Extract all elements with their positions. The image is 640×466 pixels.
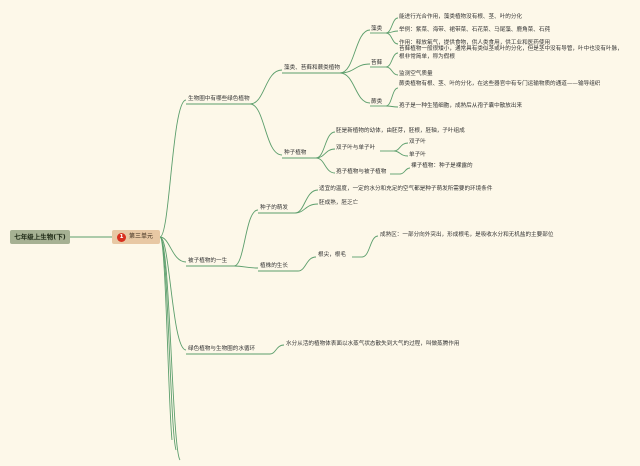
node-b2[interactable]: 被子植物的一生 <box>188 258 228 264</box>
node-gymno-desc[interactable]: 裸子植物：种子是裸露的 <box>411 163 473 169</box>
node-algae-item[interactable]: 举例：紫菜、海带、裙带菜、石花菜、马尾藻、鹿角菜、石莼 <box>399 27 551 33</box>
node-moss-item[interactable]: 监测空气质量 <box>399 71 433 77</box>
node-gymno[interactable]: 孢子植物与被子植物 <box>336 169 387 175</box>
node-dicot[interactable]: 双子叶 <box>409 139 426 145</box>
node-germination[interactable]: 种子的萌发 <box>260 205 288 211</box>
unit-label: 第三单元 <box>129 233 154 240</box>
node-fern[interactable]: 蕨类 <box>371 99 383 105</box>
node-b3-desc[interactable]: 水分从活的植物体表面以水蒸气状态散失到大气的过程，叫做蒸腾作用 <box>286 341 460 347</box>
node-moss[interactable]: 苔藓 <box>371 60 383 66</box>
node-cotyledon[interactable]: 双子叶与单子叶 <box>336 145 376 151</box>
node-b3[interactable]: 绿色植物与生物圈的水循环 <box>188 346 256 352</box>
node-algae[interactable]: 藻类 <box>371 26 383 32</box>
node-seed-plants[interactable]: 种子植物 <box>284 150 307 156</box>
unit-node[interactable]: 1 第三单元 <box>112 230 160 244</box>
node-germination-item[interactable]: 胚成熟，胚乏亡 <box>319 200 359 206</box>
unit-number-badge: 1 <box>117 232 126 242</box>
node-growth[interactable]: 植株的生长 <box>260 263 288 269</box>
node-algae-item[interactable]: 作用：释放氧气，提供食物，供人类食用，供工业和医药使用 <box>399 40 551 46</box>
node-algae-item[interactable]: 能进行光合作用，藻类植物没有根、茎、叶的分化 <box>399 14 523 20</box>
node-root-hair-desc[interactable]: 成熟区：一部分向外突出，形成根毛，是吸收水分和无机盐的主要部位 <box>380 232 554 238</box>
node-algae-group[interactable]: 藻类、苔藓和蕨类植物 <box>284 65 340 71</box>
node-germination-item[interactable]: 适宜的温度，一定的水分和充足的空气都是种子萌发所需要的环境条件 <box>319 186 493 192</box>
node-b1[interactable]: 生物圈中有哪些绿色植物 <box>188 96 250 102</box>
node-monocot[interactable]: 单子叶 <box>409 152 426 158</box>
node-moss-item[interactable]: 苔藓植物一般很矮小，通常具有类似茎或叶的分化，但是茎中没有导管，叶中也没有叶脉，… <box>399 46 623 61</box>
node-root-hair[interactable]: 根尖，根毛 <box>318 252 346 258</box>
node-fern-item[interactable]: 蕨类植物有根、茎、叶的分化，在这些器官中有专门运输物质的通道——输导组织 <box>399 81 601 87</box>
node-seed-desc[interactable]: 胚是新植物的幼体，由胚芽，胚根，胚轴，子叶组成 <box>336 128 465 134</box>
node-fern-item[interactable]: 孢子是一种生殖细胞，成熟后从孢子囊中散放出来 <box>399 103 523 109</box>
root-node[interactable]: 七年级上生物(下) <box>10 230 70 244</box>
